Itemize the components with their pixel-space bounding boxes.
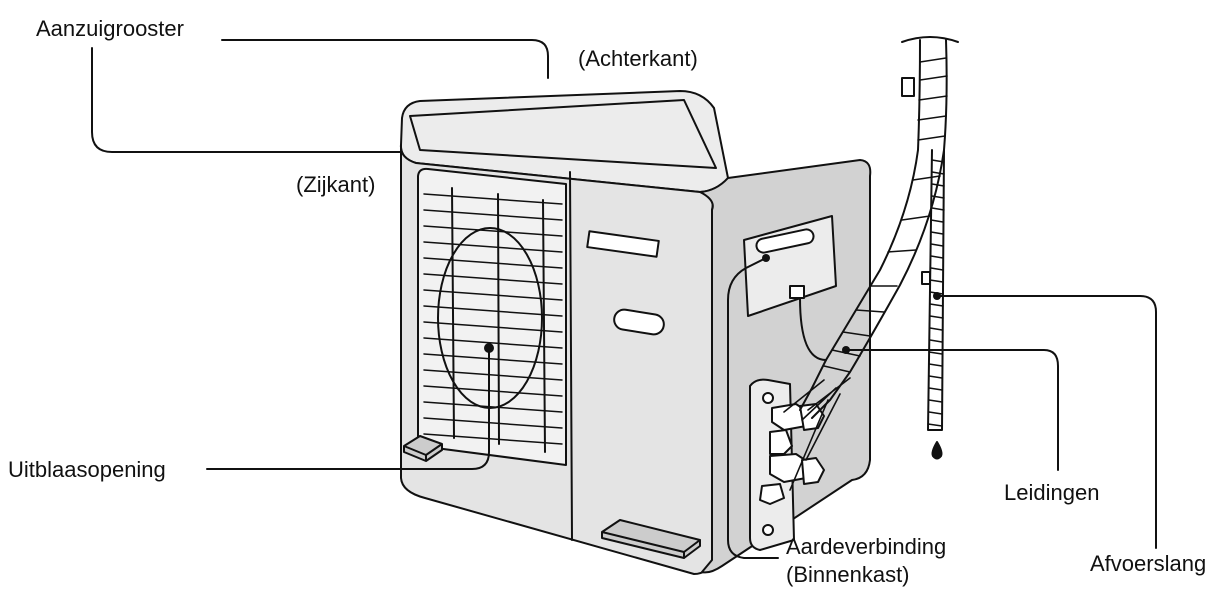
water-drop: [931, 441, 943, 460]
valve-bolt-bottom: [762, 524, 774, 536]
terminal-block: [789, 285, 805, 299]
valve-bottom: [759, 483, 785, 505]
label-drain-hose: Afvoerslang: [1090, 551, 1207, 576]
label-pipes: Leidingen: [1004, 480, 1100, 505]
valve-bolt-top: [762, 392, 774, 404]
label-back-side: (Achterkant): [578, 46, 698, 71]
terminal-wire: [799, 297, 827, 361]
grille-vertical-bars: [451, 187, 546, 453]
label-side: (Zijkant): [296, 172, 376, 197]
leader-side: [91, 47, 401, 153]
pipe-bundle: [783, 36, 959, 491]
leader-ground-connection: [727, 257, 779, 559]
front-handle: [613, 308, 665, 336]
leader-outlet: [206, 347, 490, 470]
label-indoor-unit: (Binnenkast): [786, 562, 910, 587]
valve-lower-cap: [801, 457, 825, 485]
pipe-outline-right: [811, 39, 948, 419]
side-handle: [755, 228, 815, 254]
leader-pipes: [845, 349, 1059, 471]
grille-horizontal-bars: [423, 193, 563, 445]
label-intake-grille: Aanzuigrooster: [36, 16, 184, 41]
pointer-dot-pipes: [842, 346, 850, 354]
foot-right: [601, 519, 701, 559]
front-label-slot: [586, 230, 660, 258]
pipe-branch-lines: [783, 377, 851, 491]
pointer-dot-drain: [933, 292, 941, 300]
front-panel-seam: [569, 171, 573, 541]
drain-hose-outline: [927, 149, 945, 431]
pipe-clamp: [901, 77, 915, 97]
drain-hose-clip: [921, 271, 931, 285]
leader-drain-hose: [936, 295, 1157, 549]
service-valves: [749, 378, 825, 551]
drain-hose: [921, 149, 945, 460]
pipe-outline-left: [799, 39, 921, 411]
label-outlet: Uitblaasopening: [8, 457, 166, 482]
foot-left: [403, 435, 443, 462]
fan-grille: [417, 167, 567, 466]
pipe-top-end: [901, 36, 959, 43]
leader-intake-grille: [221, 39, 549, 79]
valve-mid: [769, 429, 793, 455]
unit-top-rim: [409, 99, 717, 169]
label-ground-connection: Aardeverbinding: [786, 534, 947, 559]
pointer-dot-ground: [762, 254, 770, 262]
drain-hose-ribs: [927, 159, 945, 427]
